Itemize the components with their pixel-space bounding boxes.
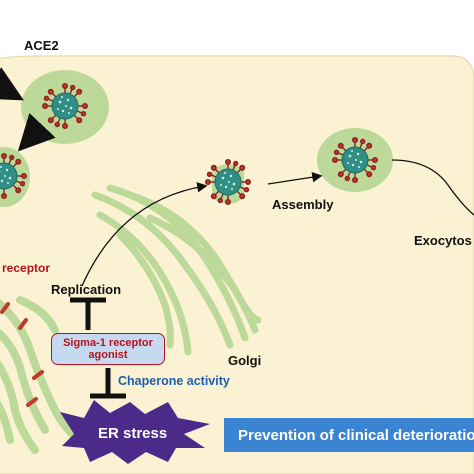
prevention-banner: Prevention of clinical deterioration (224, 418, 474, 452)
agonist-line-1: Sigma-1 receptor (63, 337, 153, 349)
golgi-label: Golgi (228, 353, 262, 368)
agonist-line-2: agonist (88, 349, 128, 361)
virus-particle (42, 82, 89, 130)
endocytosis-arrow (17, 113, 56, 152)
inhibit-er-stress-bar (90, 368, 126, 399)
ace2-label: ACE2 (24, 38, 59, 53)
er-stress-label: ER stress (98, 425, 168, 442)
assembly-arrow (267, 172, 323, 185)
sigma1-agonist-box: Sigma-1 receptor agonist (51, 333, 165, 365)
entry-arrow (0, 67, 24, 101)
prevention-label: Prevention of clinical deterioration (238, 426, 474, 444)
golgi-apparatus (91, 184, 262, 356)
ribosome-marks (0, 302, 44, 407)
assembly-label: Assembly (272, 197, 334, 212)
receptor-label: receptor (2, 261, 51, 275)
endoplasmic-reticulum (0, 296, 84, 454)
virus-particle (204, 158, 252, 206)
virus-particle (332, 136, 378, 184)
exocytosis-path (391, 159, 474, 216)
exocytosis-label: Exocytos (414, 233, 472, 248)
er-stress-burst (60, 400, 210, 464)
trafficking-arrow (81, 182, 208, 287)
chaperone-activity-label: Chaperone activity (118, 374, 230, 388)
inhibit-replication-bar (70, 297, 106, 330)
replication-label: Replication (51, 282, 122, 297)
